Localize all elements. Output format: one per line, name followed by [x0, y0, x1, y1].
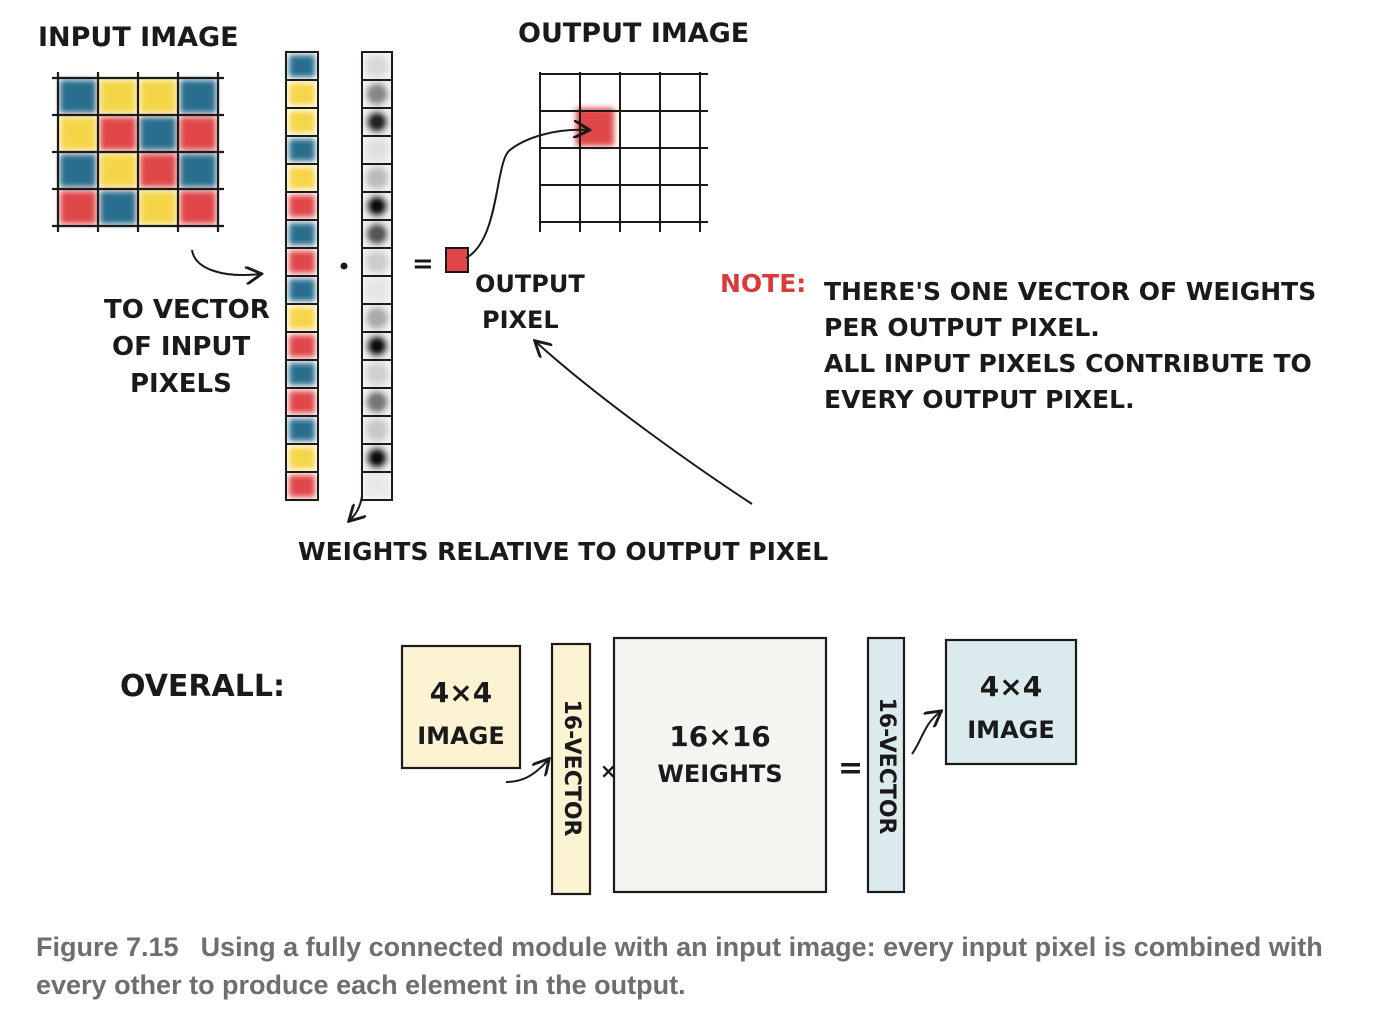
- overall-input-box-line2: IMAGE: [417, 722, 504, 750]
- arrow-to-output-image-box: [911, 712, 940, 755]
- overall-input-vector: 16-VECTOR: [550, 642, 592, 896]
- input-image-grid: [52, 72, 224, 232]
- overall-weights-line2: WEIGHTS: [657, 760, 782, 788]
- caption-text: Using a fully connected module with an i…: [36, 932, 1323, 1000]
- figure-number: Figure 7.15: [36, 932, 179, 962]
- note-label: NOTE:: [720, 269, 806, 298]
- weights-relative-label: WEIGHTS RELATIVE TO OUTPUT PIXEL: [298, 537, 828, 566]
- output-pixel-label-line1: OUTPUT: [475, 270, 585, 298]
- note-line2: PER OUTPUT PIXEL.: [824, 313, 1100, 342]
- arrow-to-output-grid: [465, 130, 588, 259]
- note-line3: ALL INPUT PIXELS CONTRIBUTE TO: [824, 349, 1312, 378]
- equals-operator: =: [412, 249, 434, 279]
- fully-connected-diagram: INPUT IMAGE OUTPUT IMAGE = OUTPUT PIXEL …: [38, 18, 1316, 896]
- overall-output-vector-label: 16-VECTOR: [874, 698, 899, 835]
- output-pixel-square: [445, 247, 469, 273]
- input-image-title: INPUT IMAGE: [38, 22, 239, 53]
- overall-output-box-line1: 4×4: [980, 670, 1042, 703]
- overall-weights-line1: 16×16: [669, 720, 770, 753]
- output-image-grid: [539, 72, 708, 232]
- overall-input-image-box: 4×4 IMAGE: [400, 644, 522, 770]
- output-pixel-label-line2: PIXEL: [482, 306, 559, 334]
- input-vector-column: [285, 51, 319, 501]
- output-image-title: OUTPUT IMAGE: [518, 18, 749, 49]
- overall-equals-operator: =: [838, 751, 863, 786]
- note-line4: EVERY OUTPUT PIXEL.: [824, 385, 1135, 414]
- note-line1: THERE'S ONE VECTOR OF WEIGHTS: [824, 277, 1316, 306]
- overall-output-box-line2: IMAGE: [967, 716, 1054, 744]
- arrow-to-16-vector-in: [505, 760, 548, 783]
- to-vector-label-line1: TO VECTOR: [104, 295, 270, 325]
- overall-output-image-box: 4×4 IMAGE: [944, 638, 1078, 766]
- times-operator: ×: [600, 759, 617, 783]
- arrow-to-output-pixel: [536, 342, 753, 505]
- arrow-weights-down: [350, 495, 362, 520]
- to-vector-label-line3: PIXELS: [130, 369, 232, 399]
- overall-title: OVERALL:: [120, 669, 285, 704]
- to-vector-label-line2: OF INPUT: [112, 332, 251, 362]
- overall-weights-box: 16×16 WEIGHTS: [612, 636, 828, 894]
- weights-column: [361, 51, 393, 501]
- overall-output-vector: 16-VECTOR: [866, 636, 906, 894]
- arrow-to-input-vector: [191, 249, 260, 275]
- overall-input-box-line1: 4×4: [430, 676, 492, 709]
- overall-input-vector-label: 16-VECTOR: [559, 700, 584, 837]
- dot-operator: [340, 262, 348, 270]
